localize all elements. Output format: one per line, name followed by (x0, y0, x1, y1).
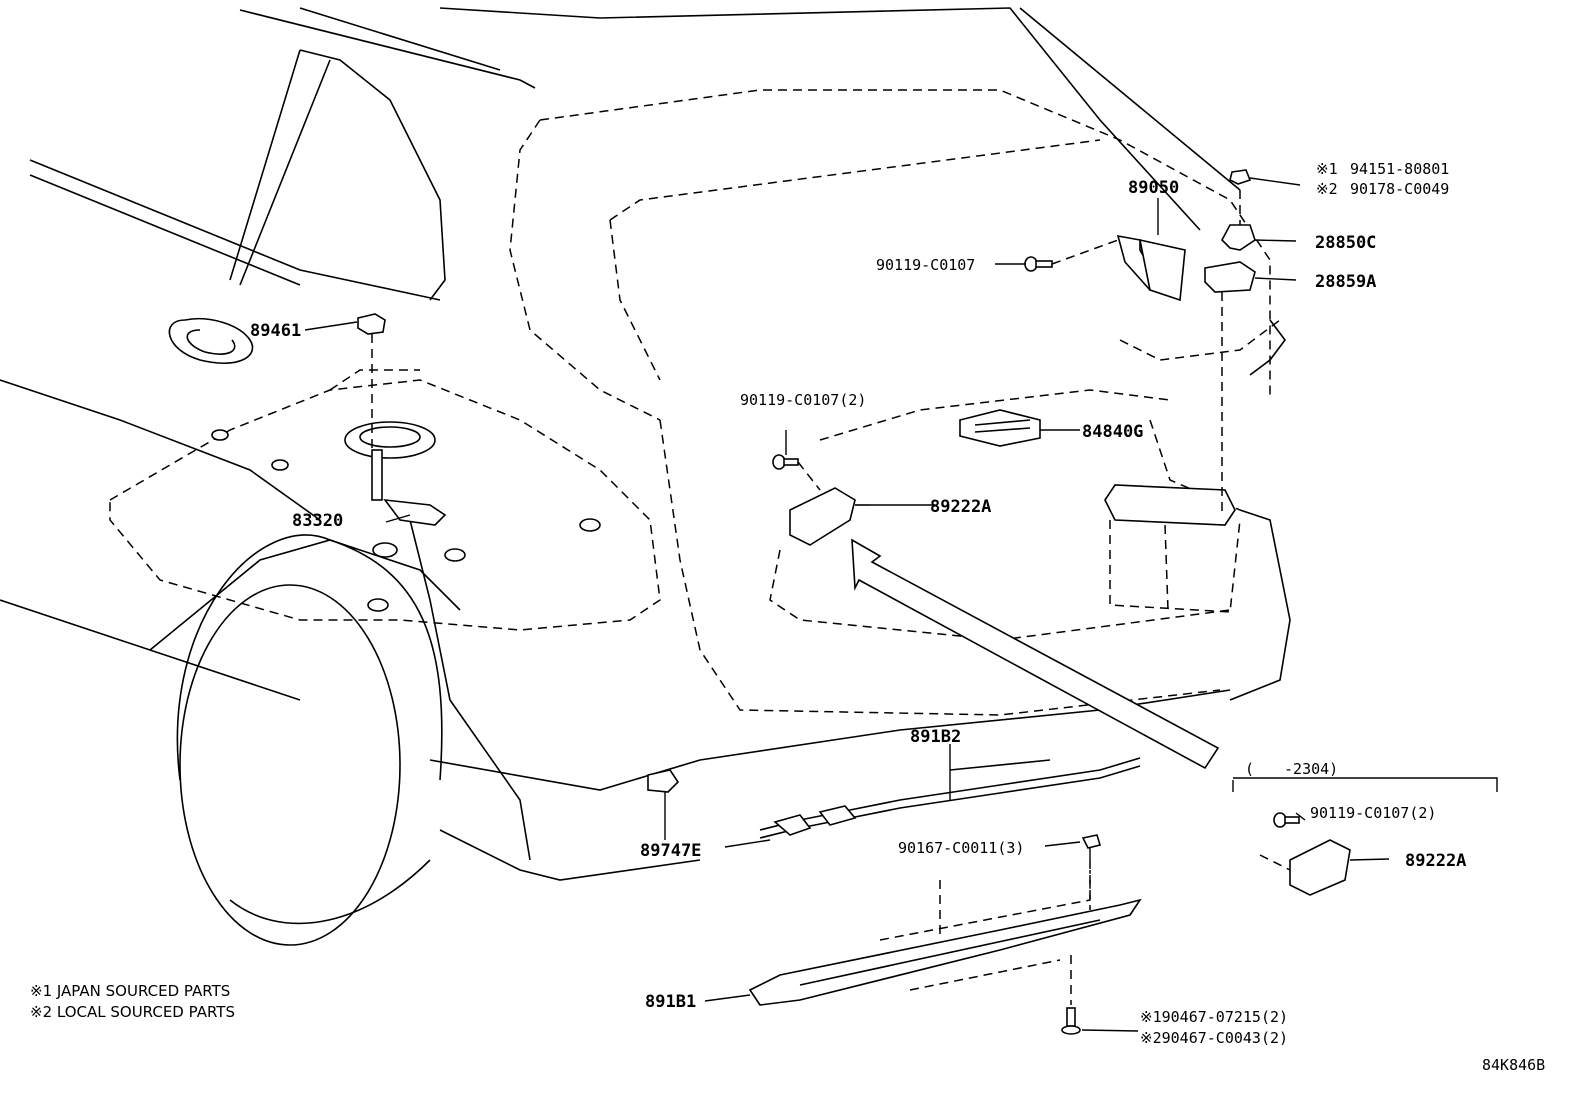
label-90178: 90178-C0049 (1350, 180, 1449, 198)
label-90119-mid: 90119-C0107(2) (740, 391, 866, 409)
label-inset-90119: 90119-C0107(2) (1310, 804, 1436, 822)
inset-range-label: ( -2304) (1245, 760, 1338, 778)
part-89050-ecu-icon (1116, 234, 1186, 302)
part-bolt-90119-mid-icon (772, 430, 821, 491)
label-891b2: 891B2 (910, 727, 961, 747)
callout-arrow (851, 538, 1220, 770)
label-90167: 90167-C0011(3) (898, 839, 1024, 857)
label-94151: 94151-80801 (1350, 160, 1449, 178)
diagram-id: 84K846B (1482, 1056, 1545, 1074)
part-bolt-90119-top-icon (1024, 239, 1119, 272)
part-clip-90167-icon (1081, 834, 1102, 910)
label-89222a-main: 89222A (930, 497, 991, 517)
label-90467b: ※290467-C0043(2) (1140, 1029, 1288, 1047)
part-89461-sensor-icon (357, 313, 386, 450)
fuel-pump-assembly (211, 421, 601, 612)
part-89747e-sensor-icon (647, 769, 680, 840)
note-local-sourced: ※2 LOCAL SOURCED PARTS (30, 1003, 235, 1021)
note-japan-sourced: ※1 JAPAN SOURCED PARTS (30, 982, 230, 1000)
label-89050: 89050 (1128, 178, 1179, 198)
part-nut-94151-icon (1229, 169, 1252, 185)
label-89747e: 89747E (640, 841, 701, 861)
part-891b1-sensor-bar-icon (748, 870, 1142, 1006)
label-90178-prefix: ※2 (1316, 180, 1338, 198)
label-inset-89222a: 89222A (1405, 851, 1466, 871)
label-28850c: 28850C (1315, 233, 1376, 253)
part-labels: 89461 83320 89050 90119-C0107 90119-C010… (30, 160, 1545, 1074)
label-28859a: 28859A (1315, 272, 1376, 292)
label-89461: 89461 (250, 321, 301, 341)
part-bolt-90467-icon (1061, 955, 1081, 1035)
part-28859a-icon (1204, 261, 1256, 515)
vehicle-body-outline (0, 7, 1291, 946)
label-891b1: 891B1 (645, 992, 696, 1012)
part-84840g-switch-icon (959, 409, 1041, 447)
part-28850c-icon (1221, 190, 1256, 251)
label-84840g: 84840G (1082, 422, 1143, 442)
label-90467a: ※190467-07215(2) (1140, 1008, 1288, 1026)
inset-box (1232, 777, 1498, 896)
label-83320: 83320 (292, 511, 343, 531)
part-891b2-harness-icon (759, 757, 1141, 839)
label-90119-top: 90119-C0107 (876, 256, 975, 274)
part-89222a-module-icon (789, 487, 870, 546)
leader-lines (304, 177, 1390, 1032)
label-94151-prefix: ※1 (1316, 160, 1338, 178)
